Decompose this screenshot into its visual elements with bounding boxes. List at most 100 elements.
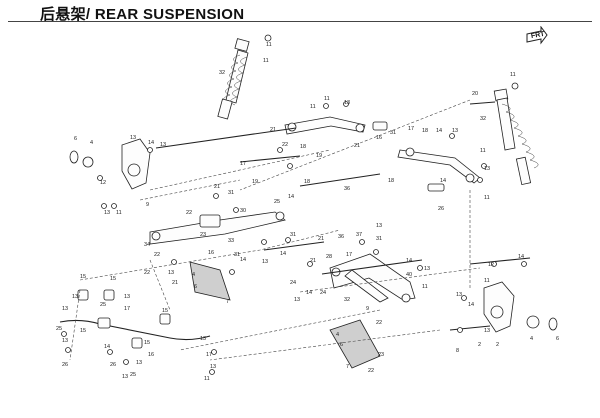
callout-label: 6 [340,342,343,348]
callout-label: 21 [214,184,220,190]
callout-label: 15 [80,328,86,334]
callout-label: 17 [124,306,130,312]
callout-label: 15 [162,308,168,314]
callout-label: 16 [148,352,154,358]
callout-label: 11 [310,104,316,110]
callout-label: 24 [290,280,296,286]
left-skid-guard [189,261,231,301]
callout-label: 13 [72,294,78,300]
callout-label: 19 [252,179,258,185]
callout-label: 22 [154,252,160,258]
callout-label: 18 [422,128,428,134]
callout-label: 24 [320,290,326,296]
left-shock-absorber [217,34,272,120]
forward-arrow-icon [526,26,548,48]
callout-label: 26 [110,362,116,368]
callout-label: 36 [344,186,350,192]
left-knuckle [69,138,151,190]
callout-label: 17 [346,252,352,258]
lower-right-a-arm [329,253,416,303]
callout-label: 13 [456,292,462,298]
callout-label: 13 [130,135,136,141]
callout-label: 11 [484,278,490,284]
callout-label: 23 [378,352,384,358]
callout-labels: 32 11 11 6 4 13 14 13 12 13 11 9 21 31 1… [56,42,559,382]
callout-label: 14 [406,258,412,264]
callout-label: 13 [62,306,68,312]
callout-label: 17 [408,126,414,132]
callout-label: 25 [100,302,106,308]
assembly-guide-lines [69,99,481,361]
stabilizer-bar [59,289,211,349]
callout-label: 8 [456,348,459,354]
callout-label: 14 [280,251,286,257]
callout-label: 13 [160,142,166,148]
right-knuckle [483,281,558,333]
callout-label: 4 [90,140,93,146]
callout-label: 9 [366,306,369,312]
callout-label: 13 [262,259,268,265]
callout-label: 18 [304,179,310,185]
callout-label: 2 [496,342,499,348]
callout-label: 13 [62,338,68,344]
callout-label: 11 [422,284,428,290]
lower-left-a-arm [149,211,286,245]
callout-label: 21 [310,258,316,264]
callout-label: 31 [234,252,240,258]
callout-label: 22 [144,270,150,276]
callout-label: 17 [240,161,246,167]
callout-label: 13 [376,223,382,229]
callout-label: 13 [344,100,350,106]
callout-label: 18 [388,178,394,184]
callout-label: 32 [480,116,486,122]
callout-label: 4 [530,336,533,342]
callout-label: 14 [288,194,294,200]
callout-label: 21 [318,236,324,242]
callout-label: 4 [192,272,195,278]
callout-label: 19 [316,153,322,159]
callout-label: 13 [484,328,490,334]
callout-label: 30 [240,208,246,214]
callout-label: 13 [122,374,128,380]
callout-label: 14 [104,344,110,350]
callout-label: 13 [452,128,458,134]
callout-label: 31 [376,236,382,242]
callout-label: 31 [290,232,296,238]
callout-label: 2 [478,342,481,348]
callout-label: 12 [488,262,494,268]
callout-label: 26 [62,362,68,368]
callout-label: 7 [346,364,349,370]
callout-label: 17 [206,352,212,358]
callout-label: 12 [100,180,106,186]
callout-label: 28 [326,254,332,260]
callout-label: 13 [104,210,110,216]
callout-label: 21 [172,280,178,286]
callout-label: 11 [263,58,269,64]
callout-label: 31 [228,190,234,196]
callout-label: 21 [270,127,276,133]
callout-label: 13 [124,294,130,300]
callout-label: 15 [80,274,86,280]
callout-label: 13 [136,360,142,366]
callout-label: 11 [510,72,516,78]
callout-label: 13 [168,270,174,276]
callout-label: 18 [300,144,306,150]
callout-label: 22 [282,142,288,148]
callout-label: 9 [146,202,149,208]
callout-label: 7 [226,299,229,305]
callout-label: 11 [480,148,486,154]
callout-label: 14 [440,178,446,184]
callout-label: 13 [210,364,216,370]
callout-label: 22 [376,320,382,326]
upper-left-a-arm [284,116,388,135]
callout-label: 11 [116,210,122,216]
callout-label: 20 [472,91,478,97]
callout-label: 31 [390,130,396,136]
callout-label: 16 [376,135,382,141]
callout-label: 11 [266,42,272,48]
title-underline [8,21,592,22]
callout-label: 6 [556,336,559,342]
callout-label: 15 [144,340,150,346]
callout-label: 25 [56,326,62,332]
